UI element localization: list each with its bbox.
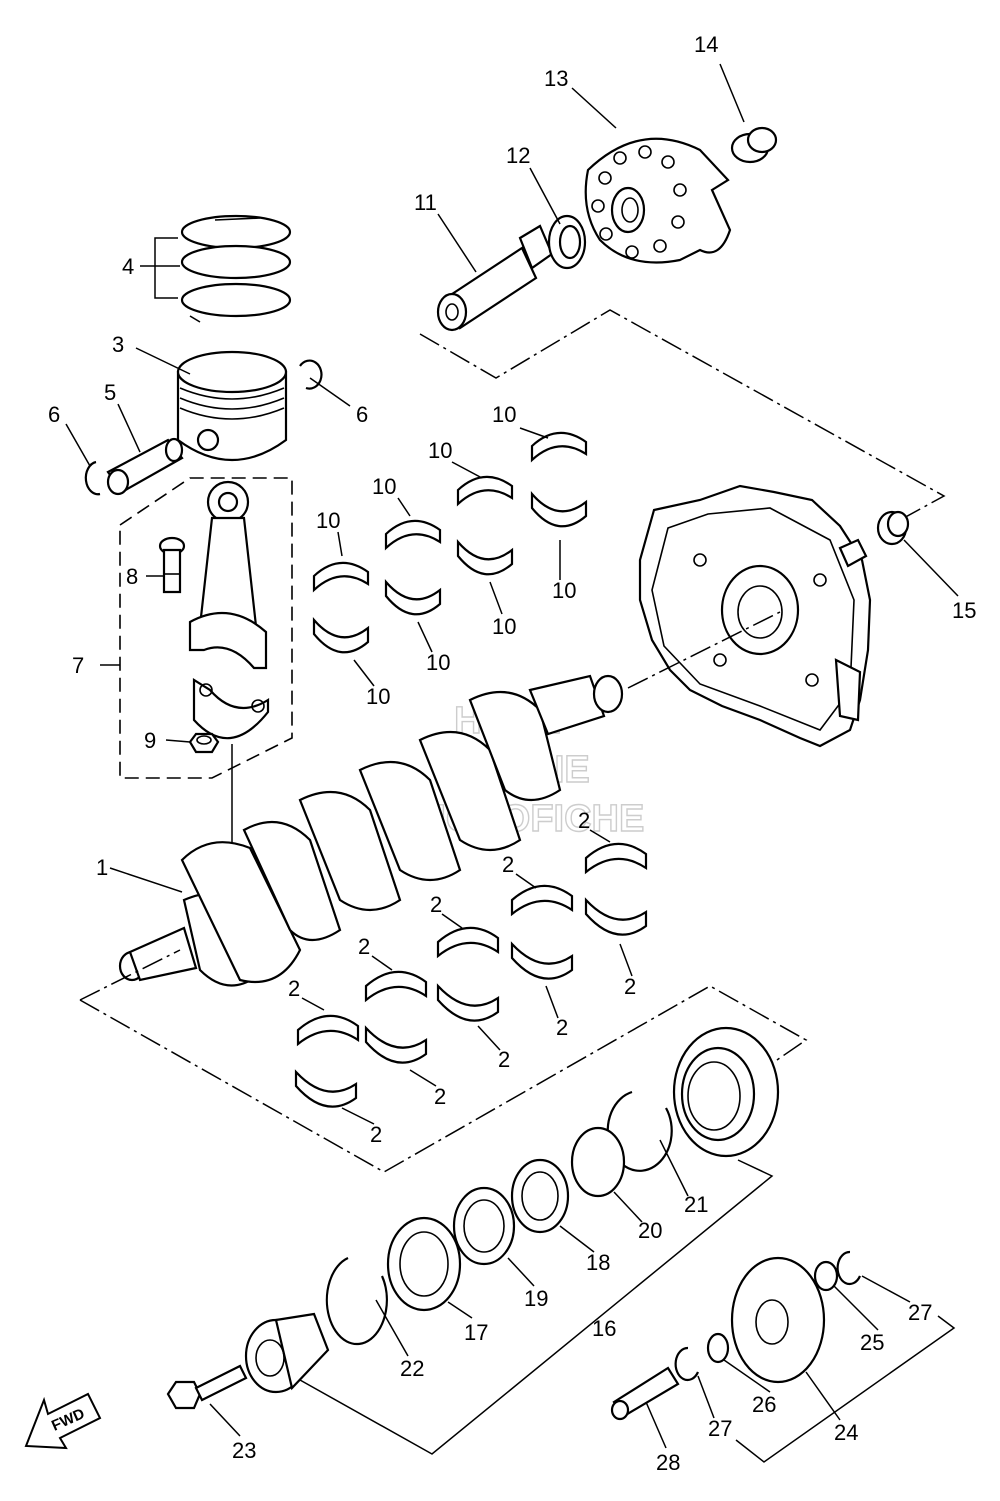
main-bearings[interactable] xyxy=(294,842,648,1108)
con-rod-assembly-box xyxy=(119,477,293,779)
dowel-15[interactable] xyxy=(876,510,910,546)
plug-14[interactable] xyxy=(730,126,778,164)
piston-rings[interactable] xyxy=(180,214,292,323)
label-2h: 2 xyxy=(498,1047,510,1072)
con-rod-bolt[interactable] xyxy=(158,536,186,594)
label-15: 15 xyxy=(952,598,976,623)
drive-gear-bearing-housing[interactable] xyxy=(672,1026,780,1158)
label-18: 18 xyxy=(586,1250,610,1275)
label-3: 3 xyxy=(112,332,124,357)
balancer-gear-24[interactable] xyxy=(730,1256,826,1384)
label-16: 16 xyxy=(592,1316,616,1341)
label-2j: 2 xyxy=(370,1122,382,1147)
label-2e: 2 xyxy=(578,808,590,833)
label-6-left: 6 xyxy=(48,402,60,427)
washer-26[interactable] xyxy=(706,1332,730,1364)
label-10f: 10 xyxy=(492,614,516,639)
label-2c: 2 xyxy=(430,892,442,917)
fwd-arrow-icon: FWD xyxy=(24,1392,102,1450)
crankshaft[interactable] xyxy=(118,674,624,987)
con-rod-nut[interactable] xyxy=(188,732,220,754)
label-24: 24 xyxy=(834,1420,858,1445)
label-10a: 10 xyxy=(316,508,340,533)
drive-sprocket[interactable] xyxy=(244,1312,330,1394)
connecting-rod[interactable] xyxy=(188,480,270,740)
piston-pin[interactable] xyxy=(106,437,184,496)
flywheel-coupling-13[interactable] xyxy=(584,137,732,264)
label-28: 28 xyxy=(656,1450,680,1475)
label-27-left: 27 xyxy=(708,1416,732,1441)
label-7: 7 xyxy=(72,653,84,678)
label-13: 13 xyxy=(544,66,568,91)
leader-lines xyxy=(65,63,959,1449)
washer-20[interactable] xyxy=(570,1126,626,1198)
crankshaft-shaft-11[interactable] xyxy=(436,224,554,332)
label-2i: 2 xyxy=(434,1084,446,1109)
label-8: 8 xyxy=(126,564,138,589)
label-12: 12 xyxy=(506,143,530,168)
label-10c: 10 xyxy=(428,438,452,463)
circlip-22[interactable] xyxy=(325,1256,388,1346)
con-rod-bearings[interactable] xyxy=(312,431,588,654)
label-10b: 10 xyxy=(372,474,396,499)
circlip-27-right[interactable] xyxy=(836,1250,862,1286)
label-23: 23 xyxy=(232,1438,256,1463)
spacer-25[interactable] xyxy=(813,1260,839,1292)
label-26: 26 xyxy=(752,1392,776,1417)
label-4: 4 xyxy=(122,254,134,279)
piston[interactable] xyxy=(176,350,288,462)
label-27-right: 27 xyxy=(908,1300,932,1325)
label-22: 22 xyxy=(400,1356,424,1381)
circlip-left[interactable] xyxy=(84,460,101,496)
shaft-28[interactable] xyxy=(610,1366,680,1421)
label-14: 14 xyxy=(694,32,718,57)
needle-bearing-18[interactable] xyxy=(510,1158,570,1234)
label-2d: 2 xyxy=(502,852,514,877)
label-10h: 10 xyxy=(366,684,390,709)
label-20: 20 xyxy=(638,1218,662,1243)
label-10d: 10 xyxy=(492,402,516,427)
label-5: 5 xyxy=(104,380,116,405)
label-17: 17 xyxy=(464,1320,488,1345)
label-2f: 2 xyxy=(624,974,636,999)
label-25: 25 xyxy=(860,1330,884,1355)
label-11: 11 xyxy=(414,190,437,215)
label-2g: 2 xyxy=(556,1015,568,1040)
label-2a: 2 xyxy=(288,976,300,1001)
part-labels: 1 3 4 5 6 6 7 8 9 10 10 10 10 10 10 10 1… xyxy=(48,32,976,1475)
crankcase-cover[interactable] xyxy=(638,484,872,748)
label-9: 9 xyxy=(144,728,156,753)
bolt-23[interactable] xyxy=(166,1364,248,1410)
label-19: 19 xyxy=(524,1286,548,1311)
circlip-27-left[interactable] xyxy=(674,1346,700,1382)
oil-seal-19[interactable] xyxy=(452,1186,516,1266)
label-1: 1 xyxy=(96,855,108,880)
label-21: 21 xyxy=(684,1192,708,1217)
oil-seal-12[interactable] xyxy=(547,214,587,270)
label-10e: 10 xyxy=(552,578,576,603)
label-6-right: 6 xyxy=(356,402,368,427)
ball-bearing-17[interactable] xyxy=(386,1216,462,1312)
label-10g: 10 xyxy=(426,650,450,675)
label-2b: 2 xyxy=(358,934,370,959)
